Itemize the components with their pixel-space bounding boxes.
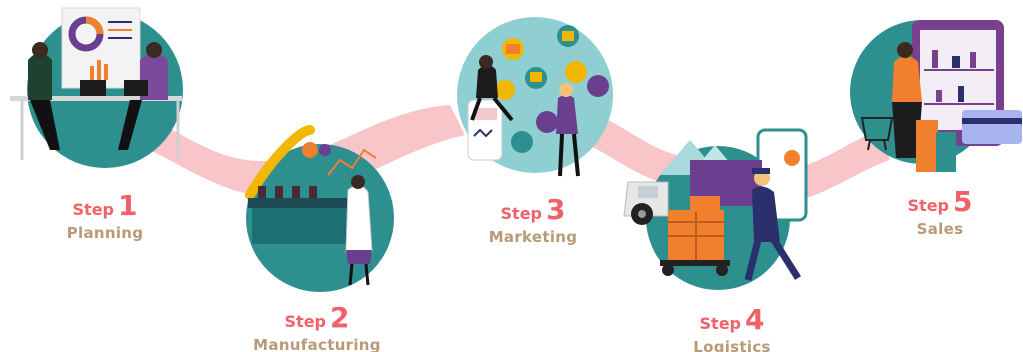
connector-ribbon <box>150 105 465 197</box>
marketing-illustration <box>457 17 613 177</box>
step-word: Step <box>907 196 949 215</box>
step-word: Step <box>72 200 114 219</box>
step-name: Planning <box>66 224 144 242</box>
step-word: Step <box>284 312 326 331</box>
step-number: 2 <box>330 301 350 334</box>
step-name: Marketing <box>488 228 578 246</box>
step-number: 3 <box>546 193 566 226</box>
logistics-illustration <box>623 128 808 290</box>
connector-ribbon <box>790 130 890 200</box>
step-number: 5 <box>953 185 973 218</box>
planning-illustration <box>10 7 183 168</box>
step-name: Sales <box>916 220 964 238</box>
step-name: Logistics <box>693 338 771 352</box>
step-number: 4 <box>745 303 765 336</box>
step-number: 1 <box>118 189 138 222</box>
manufacturing-illustration <box>245 125 394 292</box>
sales-illustration <box>850 20 1022 172</box>
step-name: Manufacturing <box>253 336 381 352</box>
step-word: Step <box>500 204 542 223</box>
step-word: Step <box>699 314 741 333</box>
